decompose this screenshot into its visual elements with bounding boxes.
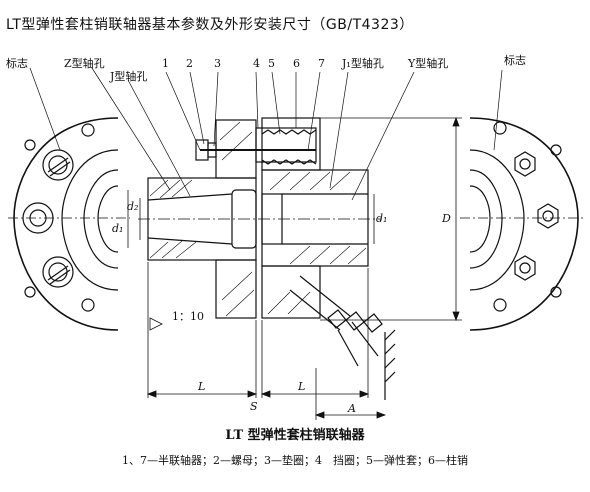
dim-L-right-label: L	[297, 380, 305, 393]
mark-right-label: 标志	[504, 53, 526, 67]
dim-S-label: S	[250, 400, 258, 413]
dim-d1-left-label: d₁	[112, 222, 123, 235]
z-hole-label: Z型轴孔	[64, 56, 105, 70]
callout-2: 2	[186, 57, 193, 70]
dim-d1-right-label: d₁	[376, 212, 387, 225]
left-end-view	[8, 117, 130, 331]
dim-d2-label: d₂	[127, 200, 138, 213]
callout-1: 1	[162, 57, 169, 70]
figure-caption: LT 型弹性套柱销联轴器	[225, 428, 365, 443]
pin-and-sleeve	[195, 127, 317, 165]
j-hole-label: J型轴孔	[109, 69, 147, 83]
mark-left-label: 标志	[6, 56, 28, 70]
leader-lines	[29, 67, 503, 201]
page-title: LT型弹性套柱销联轴器基本参数及外形安装尺寸（GB/T4323）	[6, 17, 414, 33]
callout-6: 6	[293, 57, 300, 70]
removed-pin	[289, 275, 396, 400]
dim-A-label: A	[347, 402, 356, 415]
callout-7: 7	[318, 57, 325, 70]
dim-D-label: D	[441, 212, 451, 225]
callout-4: 4	[253, 57, 260, 70]
dim-L-left-label: L	[197, 380, 205, 393]
callout-3: 3	[214, 57, 221, 70]
j1-hole-label: J₁型轴孔	[341, 56, 384, 70]
dimensions	[127, 116, 462, 420]
taper-label: 1：10	[172, 310, 204, 323]
callout-5: 5	[268, 57, 275, 70]
right-end-view	[460, 117, 586, 331]
hatching	[149, 121, 367, 317]
figure-legend: 1、7—半联轴器；2—螺母；3—垫圈；4 挡圈；5—弹性套；6—柱销	[122, 454, 468, 467]
y-hole-label: Y型轴孔	[407, 56, 448, 70]
